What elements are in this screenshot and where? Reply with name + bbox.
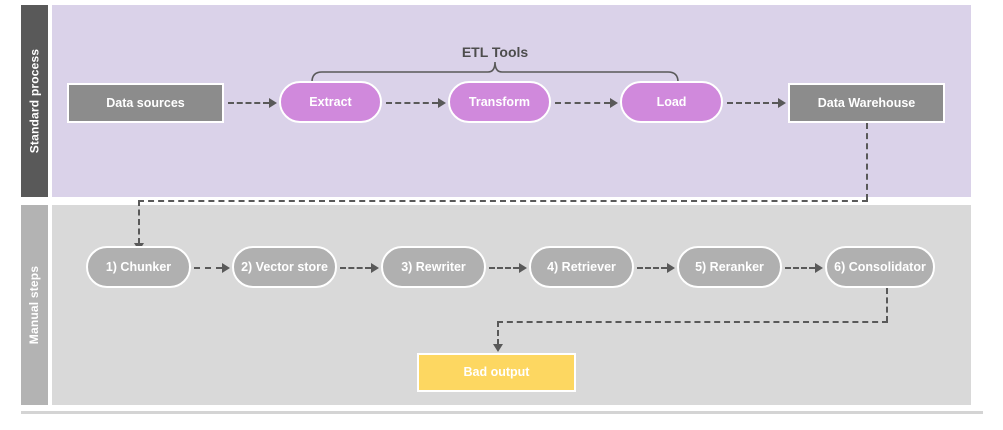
node-load[interactable]: Load [620,81,723,123]
lane-label-manual-steps-text: Manual steps [27,265,42,345]
connector-rewriter-to-retriever [489,267,519,269]
connector-warehouse-down-segment [866,123,868,200]
arrowhead-vector-store-to-rewriter-icon [371,263,379,273]
node-chunker-label: 1) Chunker [105,259,172,274]
node-transform[interactable]: Transform [448,81,551,123]
etl-tools-brace-icon [310,60,680,83]
connector-warehouse-to-chunker-down [138,200,140,244]
arrowhead-extract-to-transform-icon [438,98,446,108]
connector-consolidator-to-bad-output-down [497,321,499,345]
node-extract-label: Extract [309,94,352,109]
connector-vector-store-to-rewriter [340,267,371,269]
node-vector-store[interactable]: 2) Vector store [232,246,337,288]
node-extract[interactable]: Extract [279,81,382,123]
arrowhead-transform-to-load-icon [610,98,618,108]
node-load-label: Load [656,94,687,109]
bottom-divider-rule [21,411,983,414]
node-consolidator[interactable]: 6) Consolidator [825,246,935,288]
lane-label-manual-steps: Manual steps [21,205,48,405]
connector-chunker-to-vector-store [194,267,222,269]
node-retriever[interactable]: 4) Retriever [529,246,634,288]
arrowhead-rewriter-to-retriever-icon [519,263,527,273]
node-retriever-label: 4) Retriever [547,259,616,274]
connector-retriever-to-reranker [637,267,667,269]
node-rewriter-label: 3) Rewriter [401,259,466,274]
node-reranker-label: 5) Reranker [695,259,764,274]
connector-consolidator-down-segment [886,288,888,322]
connector-transform-to-load [555,102,610,104]
connector-warehouse-to-chunker-horizontal [138,200,868,202]
node-vector-store-label: 2) Vector store [241,259,328,274]
arrowhead-reranker-to-consolidator-icon [815,263,823,273]
node-data-warehouse-label: Data Warehouse [817,95,916,110]
etl-tools-annotation-label: ETL Tools [461,44,529,60]
node-bad-output[interactable]: Bad output [417,353,576,392]
node-data-warehouse[interactable]: Data Warehouse [788,83,945,123]
node-rewriter[interactable]: 3) Rewriter [381,246,486,288]
lane-label-standard-process-text: Standard process [27,48,42,154]
node-data-sources-label: Data sources [106,95,185,110]
connector-consolidator-to-bad-output-horizontal [497,321,888,323]
node-consolidator-label: 6) Consolidator [834,259,926,274]
arrowhead-data-sources-to-extract-icon [269,98,277,108]
connector-load-to-data-warehouse [727,102,778,104]
node-bad-output-label: Bad output [463,365,530,380]
connector-extract-to-transform [386,102,438,104]
arrowhead-load-to-data-warehouse-icon [778,98,786,108]
arrowhead-chunker-to-vector-store-icon [222,263,230,273]
node-chunker[interactable]: 1) Chunker [86,246,191,288]
arrowhead-retriever-to-reranker-icon [667,263,675,273]
connector-data-sources-to-extract [228,102,269,104]
lane-label-standard-process: Standard process [21,5,48,197]
arrowhead-into-bad-output-icon [493,344,503,352]
node-transform-label: Transform [468,94,531,109]
node-data-sources[interactable]: Data sources [67,83,224,123]
connector-reranker-to-consolidator [785,267,815,269]
node-reranker[interactable]: 5) Reranker [677,246,782,288]
